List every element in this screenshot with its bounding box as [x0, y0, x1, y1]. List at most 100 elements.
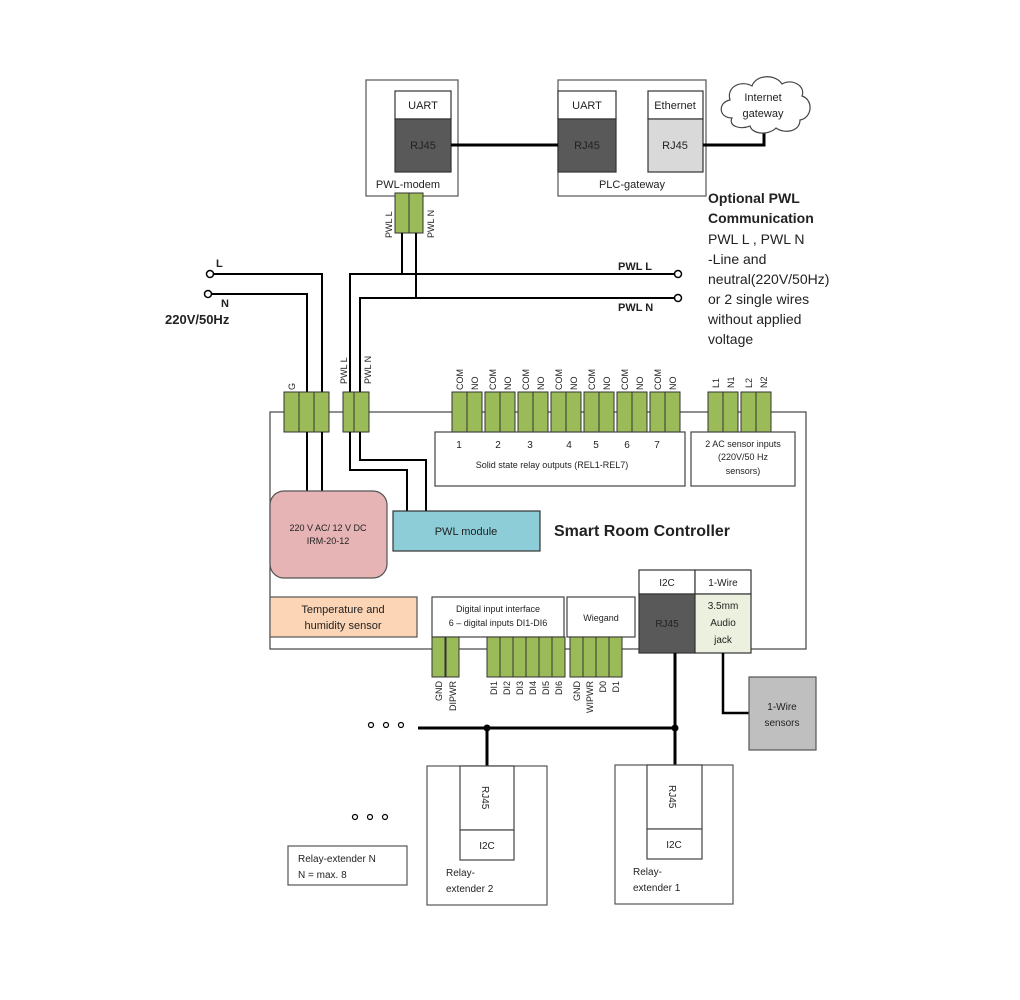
onewire-jack-label-2: Audio [710, 618, 736, 629]
relay-extender-1-label-1: Relay- [633, 867, 662, 878]
relay-1-no-terminal [466, 391, 483, 433]
relay-extender-n-box [287, 845, 408, 886]
plc-gateway-ethernet-rj45 [647, 118, 704, 173]
relay-extender-n-label-2: N = max. 8 [298, 870, 347, 881]
onewire-sensors-label-1: 1-Wire [767, 702, 797, 713]
bus-continuation-dots [367, 721, 405, 729]
relay-outputs-box [434, 431, 686, 487]
note-line: -Line and [708, 251, 766, 267]
wiegand-terminal [582, 636, 597, 678]
pwl-l-terminal-icon [673, 269, 683, 279]
relay-extender-1-label-2: extender 1 [633, 883, 681, 894]
relay-extender-2: RJ45 I2C Relay- extender 2 [426, 765, 548, 906]
pwl-modem-terminal-l-label: PWL L [384, 211, 394, 238]
power-terminals: G [283, 383, 330, 433]
digital-input-terminal-label: DI3 [515, 681, 525, 695]
relay-number-label: 3 [527, 440, 533, 451]
ac-sensor-terminal-n2 [755, 391, 772, 433]
plc-gateway-uart-rj45-label: RJ45 [574, 140, 600, 152]
wiegand-label: Wiegand [583, 613, 619, 623]
optional-pwl-note: Optional PWL Communication PWL L , PWL N… [707, 190, 829, 347]
ac-sensor-terminal-n1 [722, 391, 739, 433]
terminal-g [283, 391, 300, 433]
ac-sensor-terminal-label: L1 [711, 378, 721, 388]
wiegand-terminal [569, 636, 584, 678]
relay-number-label: 1 [456, 440, 462, 451]
onewire-audio-jack [694, 593, 752, 654]
wiegand-terminal-label: WIPWR [585, 681, 595, 713]
temperature-sensor-label-1: Temperature and [301, 604, 384, 616]
cloud-icon [720, 76, 811, 134]
mains-l-wire [214, 273, 323, 400]
pwl-modem-terminal-n-label: PWL N [426, 210, 436, 238]
terminal-pwl-n-label: PWL N [363, 356, 373, 384]
relay-5-no-terminal [598, 391, 615, 433]
ac-sensor-box [690, 431, 796, 487]
terminal-pwl-l [342, 391, 355, 433]
relay-4-com-terminal [550, 391, 567, 433]
digital-input-power-terminal-label: GND [434, 681, 444, 702]
note-line: or 2 single wires [708, 291, 809, 307]
onewire-header-label: 1-Wire [708, 578, 738, 589]
plc-gateway-uart-label: UART [572, 100, 602, 112]
internet-gateway-cloud: Internet gateway [720, 76, 811, 134]
relay-2-no-terminal [499, 391, 516, 433]
pwl-module-label: PWL module [435, 526, 498, 538]
ac-sensor-terminal-l2 [740, 391, 757, 433]
relay-terminal-label: NO [635, 377, 645, 391]
digital-input-terminal-label: DI2 [502, 681, 512, 695]
internet-gateway-label-2: gateway [743, 108, 784, 120]
relay-extender-1-i2c [646, 828, 703, 860]
pwl-module-n-wire [359, 432, 427, 511]
mains-l-label: L [216, 258, 223, 270]
digital-input-power-terminal [445, 636, 460, 678]
note-line: PWL L , PWL N [708, 231, 804, 247]
relay-number-label: 4 [566, 440, 572, 451]
ethernet-wire [703, 132, 766, 147]
bus-junction-1 [671, 724, 679, 732]
pwl-modem-uart-header [394, 90, 452, 120]
digital-input-terminal-label: DI6 [554, 681, 564, 695]
mains-l-terminal-icon [205, 269, 215, 279]
pwl-n-label: PWL N [618, 302, 653, 314]
onewire-sensors-label-2: sensors [764, 718, 799, 729]
relay-extender-2-rj45-label: RJ45 [479, 786, 490, 810]
temperature-sensor-label-2: humidity sensor [304, 620, 381, 632]
digital-input-terminal [551, 636, 566, 678]
pwl-lines: PWL L PWL N [349, 233, 683, 400]
relay-2-com-terminal [484, 391, 501, 433]
power-supply-label-1: 220 V AC/ 12 V DC [289, 523, 367, 533]
digital-input-terminal-label: DI4 [528, 681, 538, 695]
i2c-rj45-port [638, 593, 696, 654]
note-line: neutral(220V/50Hz) [708, 271, 829, 287]
relay-extender-1-i2c-label: I2C [666, 840, 682, 851]
mains-n-wire [212, 293, 308, 400]
digital-input-terminal-label: DI5 [541, 681, 551, 695]
relay-7-no-terminal [664, 391, 681, 433]
onewire-sensors-block [748, 676, 817, 751]
plc-gateway-label: PLC-gateway [599, 179, 666, 191]
relay-7-com-terminal [649, 391, 666, 433]
onewire-header [694, 569, 752, 595]
pwl-modem-rj45-label: RJ45 [410, 140, 436, 152]
wiegand-terminal [595, 636, 610, 678]
relay-outputs-caption: Solid state relay outputs (REL1-REL7) [476, 460, 629, 470]
relay-terminal-label: NO [470, 377, 480, 391]
wiegand-box [566, 596, 636, 638]
pwl-n-wire [359, 297, 674, 400]
digital-input-terminal [538, 636, 553, 678]
onewire-jack-label-1: 3.5mm [708, 601, 739, 612]
mains-input: L N 220V/50Hz [165, 258, 323, 400]
note-title-1: Optional PWL [708, 190, 800, 206]
pwl-module-block [392, 510, 541, 552]
pwl-n-terminal-icon [673, 293, 683, 303]
relay-terminal-label: NO [569, 377, 579, 391]
relay-extender-2-i2c-label: I2C [479, 841, 495, 852]
relay-terminal-label: NO [668, 377, 678, 391]
wiegand-terminal-label: D0 [598, 681, 608, 693]
ac-sensor-terminal-label: L2 [744, 378, 754, 388]
